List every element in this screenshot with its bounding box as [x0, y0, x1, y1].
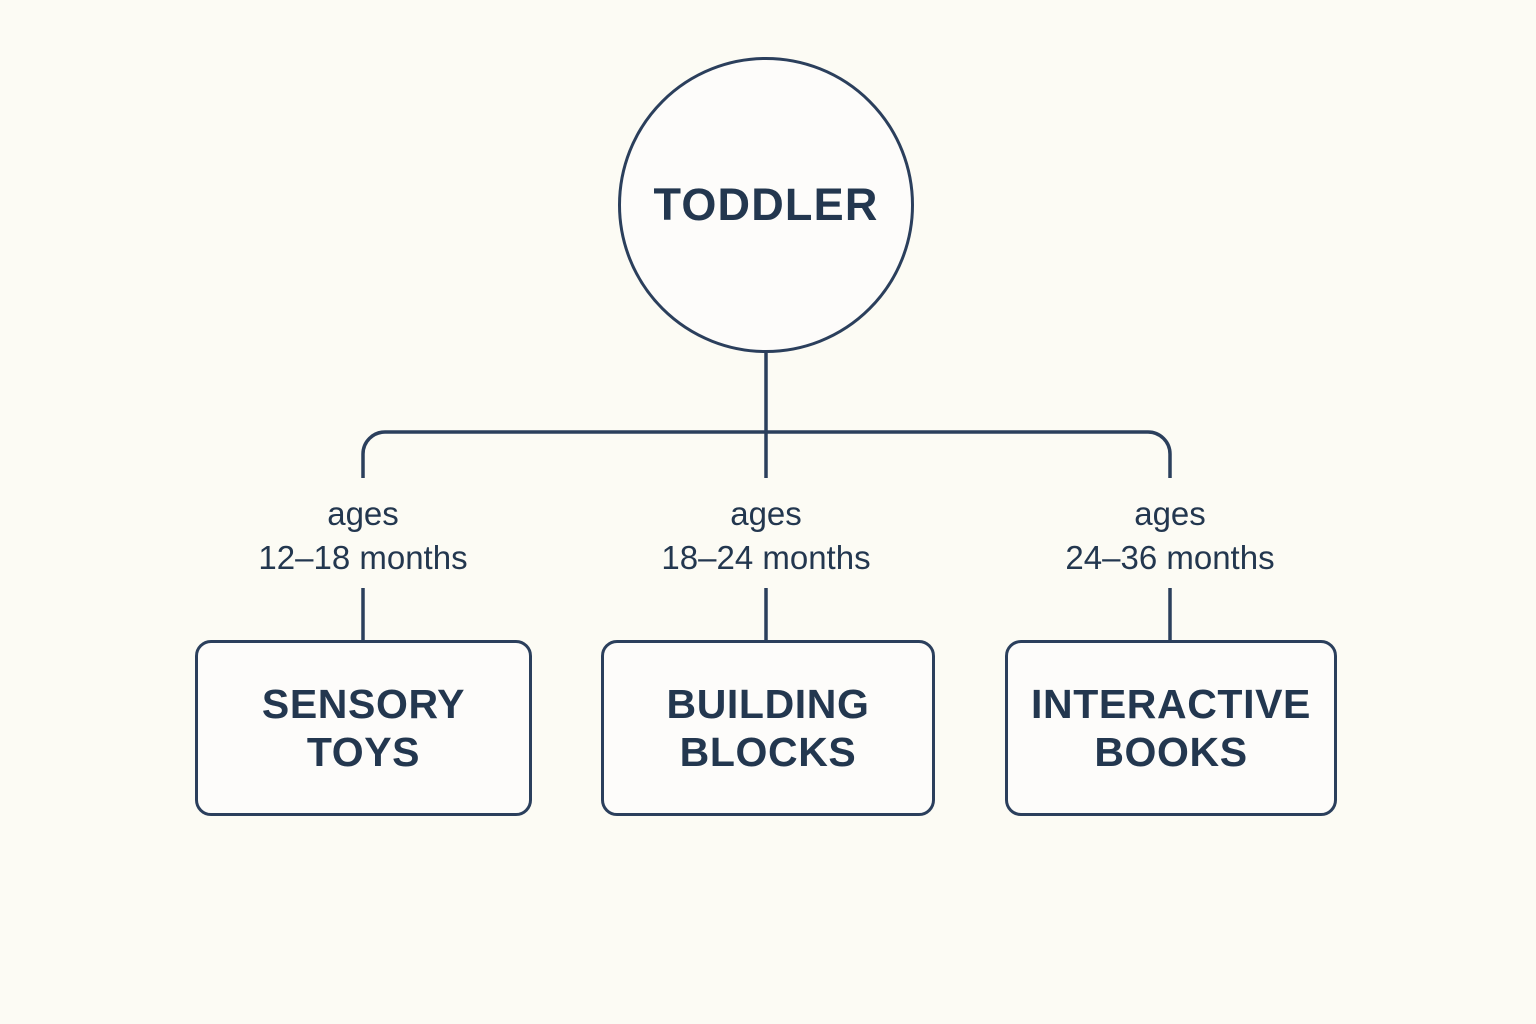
- leaf-node-interactive-books[interactable]: INTERACTIVE BOOKS: [1005, 640, 1337, 816]
- edge-label-2-line1: ages: [730, 495, 802, 532]
- connector-bus: [361, 430, 1172, 478]
- leaf-node-sensory-toys-label: SENSORY TOYS: [261, 680, 466, 775]
- leaf-node-building-blocks[interactable]: BUILDING BLOCKS: [601, 640, 935, 816]
- edge-label-branch-2: ages 18–24 months: [601, 492, 931, 579]
- edge-label-3-line2: 24–36 months: [1065, 538, 1275, 576]
- leaf-node-interactive-books-label: INTERACTIVE BOOKS: [1031, 680, 1311, 775]
- edge-label-branch-1: ages 12–18 months: [198, 492, 528, 579]
- edge-label-branch-3: ages 24–36 months: [1005, 492, 1335, 579]
- edge-label-1-line2: 12–18 months: [258, 538, 468, 576]
- leaf-node-building-blocks-label: BUILDING BLOCKS: [666, 680, 870, 775]
- edge-label-2-line2: 18–24 months: [661, 538, 871, 576]
- leaf-node-sensory-toys[interactable]: SENSORY TOYS: [195, 640, 532, 816]
- edge-label-3-line1: ages: [1134, 495, 1206, 532]
- root-node-toddler[interactable]: TODDLER: [618, 57, 914, 353]
- edge-label-1-line1: ages: [327, 495, 399, 532]
- root-node-label: TODDLER: [653, 178, 879, 230]
